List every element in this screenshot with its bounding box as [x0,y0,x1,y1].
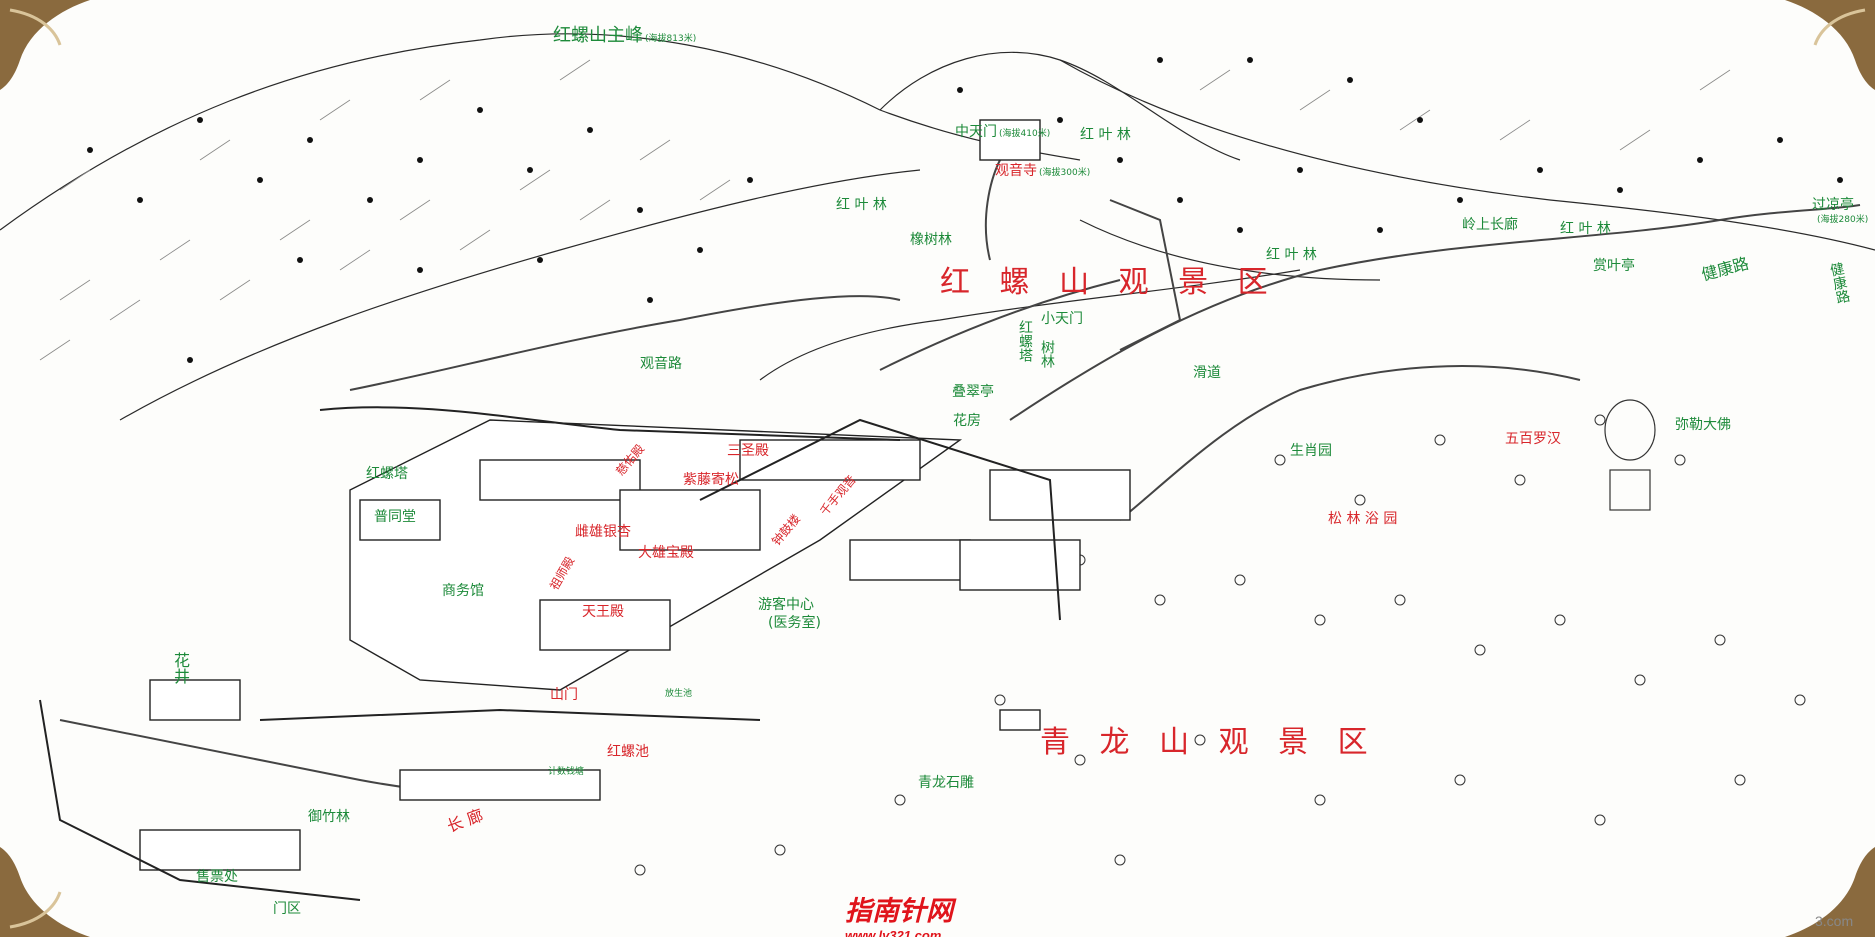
label-guoliangting-elevation: (海拔280米) [1817,215,1869,225]
label-xiangshulin: 橡树林 [910,232,952,248]
label-guanyinsi: 观音寺(海拔300米) [995,163,1091,179]
brand-logo: 指南针网 www.ly321.com [845,889,1015,937]
label-songlinyuyuan: 松 林 浴 园 [1328,511,1398,527]
label-huafang: 花房 [953,413,981,429]
label-hongyelin-4: 红 叶 林 [1560,221,1611,237]
label-tianwangdian: 天王殿 [582,604,624,620]
slope-hatching [39,59,1731,361]
corner-ornament-bottom-left [0,847,90,937]
label-hongyelin-1: 红 叶 林 [1080,127,1131,143]
label-shanmen: 山门 [550,687,578,703]
label-jizhishuinian: 计数钱塘 [548,767,585,777]
label-cixiongyinxing: 雌雄银杏 [575,524,631,540]
walls [39,406,1061,901]
lower-trees [634,414,1806,876]
label-yuzhulin: 御竹林 [308,809,350,825]
temple-complex [139,119,1131,871]
label-hongluota-path: 红螺塔 [1017,320,1033,362]
forest-trees [87,57,1843,363]
brand-logo-url: www.ly321.com [845,928,942,937]
label-wubailuohan: 五百罗汉 [1505,431,1561,447]
label-putongtang: 普同堂 [374,509,416,525]
corner-ornament-top-right [1785,0,1875,90]
label-shengxiaoyuan: 生肖园 [1290,443,1332,459]
label-xiaotianmen: 小天门 [1041,311,1083,327]
label-guanyinlu: 观音路 [640,356,682,372]
label-hongluochi: 红螺池 [607,744,649,760]
corner-ornament-bottom-right [1785,847,1875,937]
label-hongyelin-3: 红 叶 林 [1266,247,1317,263]
label-hongyelin-2: 红 叶 林 [836,197,887,213]
label-yiwushi: (医务室) [768,615,821,631]
label-huajing: 花井 [171,652,190,684]
label-mileidafo: 弥勒大佛 [1675,417,1731,433]
label-qinglongshidiao: 青龙石雕 [918,775,974,791]
label-shulin: 树林 [1039,340,1055,368]
label-dabaodian: 大雄宝殿 [638,545,694,561]
label-diecuiting: 叠翠亭 [952,384,994,400]
label-hongluota: 红螺塔 [366,466,408,482]
label-zhongtianmen: 中天门(海拔410米) [955,124,1051,140]
label-shangyeting: 赏叶亭 [1593,258,1635,274]
label-menqu: 门区 [273,901,301,917]
label-fangsheng: 放生池 [665,689,693,699]
brand-logo-text: 指南针网 [845,896,953,927]
roads [59,159,1861,797]
label-huadao: 滑道 [1193,365,1221,381]
mountain-ridges [0,33,1875,421]
label-ziteng: 紫藤寄松 [683,472,739,488]
label-youkezhongxin: 游客中心 [758,597,814,613]
region-title-hongluo: 红 螺 山 观 景 区 [940,265,1278,300]
label-shoupiaochu: 售票处 [196,869,238,885]
region-title-qinglong: 青 龙 山 观 景 区 [1040,725,1378,760]
label-shangwuguan: 商务馆 [442,583,484,599]
label-guoliangting: 过凉亭 [1812,197,1854,213]
corner-ornament-top-left [0,0,90,90]
label-lingshangchanglang: 岭上长廊 [1462,217,1518,233]
watermark-tail: 3.com [1815,913,1854,929]
maitreya-area [1604,399,1656,511]
label-sanshengdian: 三圣殿 [727,443,769,459]
label-peak: 红螺山主峰(海拔813米) [553,25,697,46]
